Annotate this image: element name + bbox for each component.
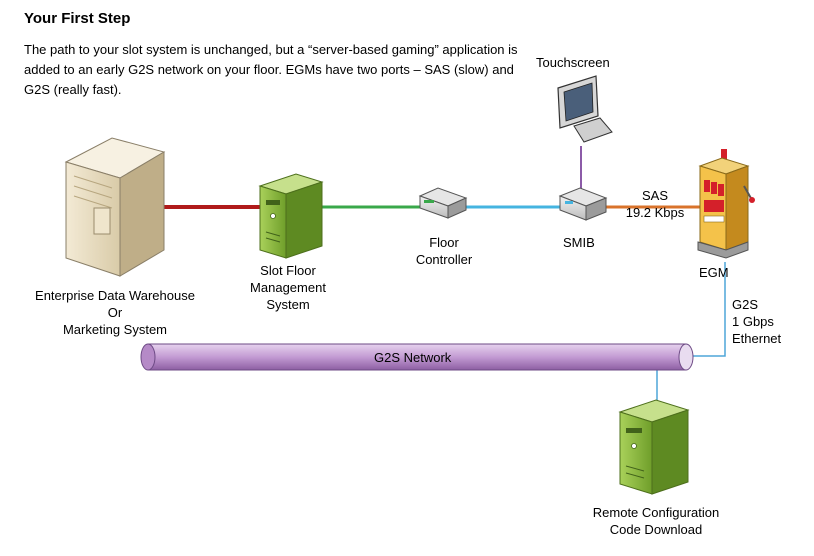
- egm-slot-machine-icon: [697, 149, 755, 259]
- g2s-link-label-line1: G2S: [732, 297, 759, 312]
- remote-config-label-line2: Code Download: [609, 522, 703, 537]
- floor-controller-label-line1: Floor: [429, 235, 459, 250]
- g2s-link-label: G2S 1 Gbps Ethernet: [732, 296, 781, 347]
- touchscreen-label: Touchscreen: [536, 55, 610, 70]
- sas-link-label-line1: SAS: [641, 188, 668, 203]
- remote-config-label-line1: Remote Configuration: [592, 505, 720, 520]
- slot-floor-label-line3: System: [266, 297, 310, 312]
- egm-label: EGM: [699, 265, 729, 280]
- enterprise-label: Enterprise Data Warehouse Or Marketing S…: [16, 287, 214, 338]
- smib-label: SMIB: [563, 235, 595, 250]
- slot-floor-label-line2: Management: [250, 280, 326, 295]
- floor-controller-icon: [418, 187, 468, 219]
- page-title: Your First Step: [24, 10, 131, 27]
- slot-floor-server-icon: [258, 173, 324, 259]
- g2s-link-label-line2: 1 Gbps: [732, 314, 774, 329]
- slot-floor-label: Slot Floor Management System: [236, 262, 340, 313]
- enterprise-label-line2: Or: [107, 305, 123, 320]
- touchscreen-icon: [557, 75, 613, 143]
- sas-link-label-line2: 19.2 Kbps: [625, 205, 685, 220]
- g2s-network-label: G2S Network: [374, 350, 452, 365]
- g2s-network-pipe: [140, 343, 694, 371]
- description-text: The path to your slot system is unchange…: [24, 42, 518, 97]
- floor-controller-label-line2: Controller: [415, 252, 473, 267]
- enterprise-server-icon: [64, 137, 166, 277]
- enterprise-label-line3: Marketing System: [62, 322, 168, 337]
- remote-config-label: Remote Configuration Code Download: [566, 504, 746, 538]
- sas-link-label: SAS 19.2 Kbps: [622, 187, 688, 221]
- smib-icon: [558, 187, 608, 221]
- g2s-link-label-line3: Ethernet: [732, 331, 782, 346]
- slot-floor-label-line1: Slot Floor: [260, 263, 316, 278]
- g2s-link: [688, 262, 726, 357]
- floor-controller-label: Floor Controller: [404, 234, 484, 268]
- enterprise-label-line1: Enterprise Data Warehouse: [35, 288, 195, 303]
- remote-config-server-icon: [618, 399, 690, 495]
